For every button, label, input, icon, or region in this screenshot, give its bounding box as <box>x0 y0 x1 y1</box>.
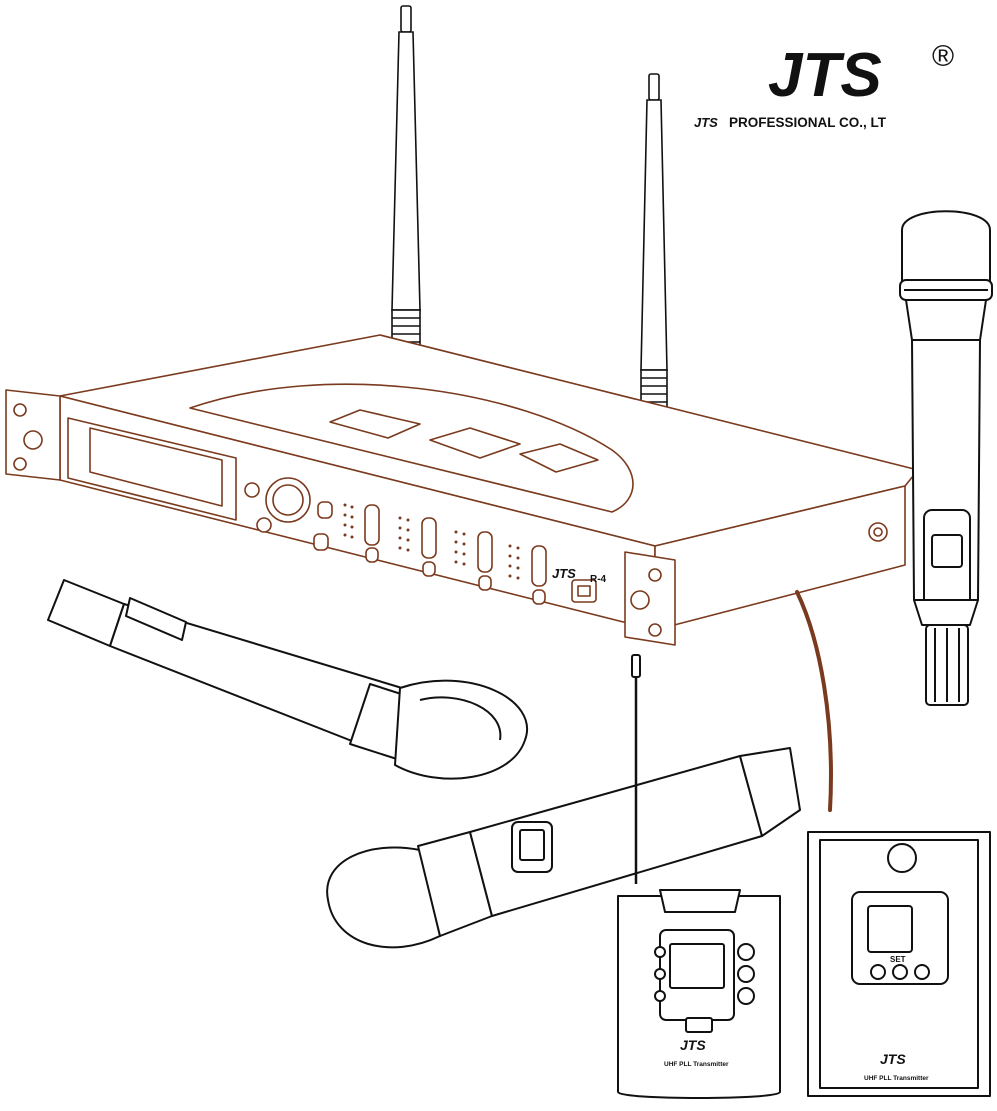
jts-logo: JTS ® JTS PROFESSIONAL CO., LT <box>694 40 954 130</box>
company-name: PROFESSIONAL CO., LT <box>729 115 887 130</box>
receiver-model: R-4 <box>590 574 607 585</box>
receiver-led-dots <box>343 503 520 580</box>
bodypack-right-badge: JTS <box>880 1051 906 1067</box>
bodypack-right <box>807 831 991 1097</box>
receiver-unit <box>5 334 919 646</box>
registered-mark: ® <box>932 40 954 73</box>
receiver-badge: JTS <box>552 566 576 581</box>
rack-ear-right <box>624 551 676 646</box>
handheld-mic-center <box>326 747 801 949</box>
logo-wordmark: JTS <box>768 41 882 110</box>
bodypack-left-caption: UHF PLL Transmitter <box>664 1061 729 1068</box>
bodypack-left-badge: JTS <box>680 1037 706 1053</box>
handheld-mic-left <box>47 579 528 780</box>
bodypack-right-caption: UHF PLL Transmitter <box>864 1075 929 1082</box>
antenna-left <box>391 5 421 349</box>
gooseneck-cable <box>795 590 833 812</box>
handheld-mic-upright <box>899 210 993 706</box>
bodypack-right-set-label: SET <box>890 955 906 964</box>
bodypack-left <box>617 654 781 1099</box>
antenna-right <box>640 73 668 411</box>
company-prefix: JTS <box>694 115 718 130</box>
